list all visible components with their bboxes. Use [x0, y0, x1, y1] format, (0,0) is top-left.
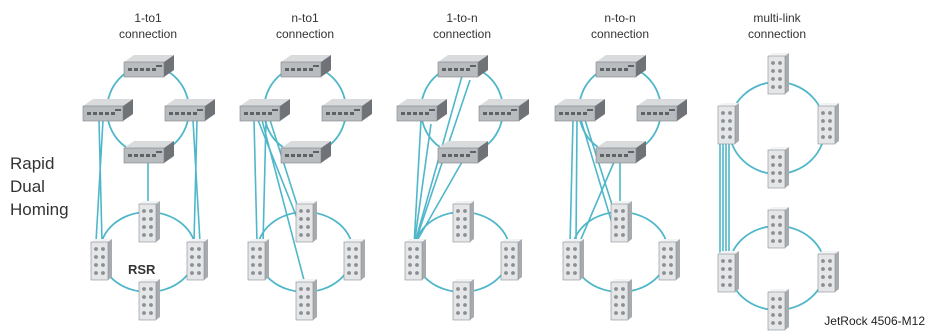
panel-title-line: connection [118, 27, 178, 41]
rack-switch-icon [595, 55, 646, 78]
rack-switch-icon [437, 55, 488, 78]
homing-link [98, 119, 103, 243]
io-module-switch-icon [247, 239, 269, 281]
homing-link [580, 119, 615, 231]
rack-switch-icon [280, 141, 331, 164]
panel-title-line: connection [747, 27, 807, 41]
panel-title-line: 1-to1 [134, 11, 162, 25]
rack-switch-icon [280, 55, 331, 78]
io-module-switch-icon [767, 53, 789, 95]
io-module-switch-icon [90, 239, 112, 281]
homing-link [95, 119, 104, 243]
side-label-line: Dual [10, 177, 45, 196]
io-module-switch-icon [562, 239, 584, 281]
io-module-switch-icon [295, 201, 317, 243]
panel-title-line: connection [275, 27, 335, 41]
rapid-dual-homing-label: Rapid Dual Homing [10, 152, 69, 221]
homing-link [193, 119, 198, 243]
rack-switch-icon [636, 99, 687, 122]
io-module-switch-icon [767, 289, 789, 331]
io-module-switch-icon [404, 239, 426, 281]
panel-title-line: connection [590, 27, 650, 41]
panel-title: 1-to1 connection [98, 10, 198, 42]
io-module-switch-icon [343, 239, 365, 281]
rack-switch-icon [554, 99, 605, 122]
io-module-switch-icon [500, 239, 522, 281]
homing-link [413, 123, 432, 247]
panel-title-line: multi-link [753, 11, 801, 25]
panel-title-line: connection [432, 27, 492, 41]
rack-switch-icon [164, 99, 215, 122]
panel-title: n-to1 connection [255, 10, 355, 42]
panel-title: n-to-n connection [570, 10, 670, 42]
io-module-switch-icon [717, 103, 739, 145]
rack-switch-icon [123, 55, 174, 78]
model-label: JetRock 4506-M12 [824, 314, 925, 328]
panel-title-line: n-to1 [291, 11, 319, 25]
rack-switch-icon [478, 99, 529, 122]
homing-link [577, 161, 615, 247]
io-module-switch-icon [817, 251, 839, 293]
io-module-switch-icon [610, 279, 632, 321]
io-module-switch-icon [138, 201, 160, 243]
homing-link [192, 119, 201, 243]
panel-title: 1-to-n connection [412, 10, 512, 42]
homing-link [569, 119, 574, 245]
rack-switch-icon [321, 99, 372, 122]
io-module-switch-icon [452, 201, 474, 243]
side-label-line: Rapid [10, 154, 55, 173]
homing-link [253, 119, 258, 243]
io-module-switch-icon [817, 103, 839, 145]
panel-title: multi-link connection [727, 10, 827, 42]
device-layer [82, 53, 839, 331]
rack-switch-icon [239, 99, 290, 122]
homing-link [413, 119, 422, 247]
rack-switch-icon [595, 141, 646, 164]
rack-switch-icon [437, 141, 488, 164]
io-module-switch-icon [452, 279, 474, 321]
rsr-ring-label: RSR [128, 262, 156, 277]
io-module-switch-icon [658, 239, 680, 281]
panel-title-line: n-to-n [604, 11, 636, 25]
io-module-switch-icon [610, 201, 632, 243]
io-module-switch-icon [295, 279, 317, 321]
homing-link [262, 119, 267, 245]
rack-switch-icon [123, 141, 174, 164]
panel-title-line: 1-to-n [446, 11, 478, 25]
io-module-switch-icon [138, 279, 160, 321]
homing-link [261, 119, 306, 285]
homing-link [413, 161, 463, 247]
homing-link [575, 119, 578, 245]
io-module-switch-icon [186, 239, 208, 281]
rack-switch-icon [82, 99, 133, 122]
io-module-switch-icon [717, 251, 739, 293]
rack-switch-icon [396, 99, 447, 122]
io-module-switch-icon [767, 207, 789, 249]
side-label-line: Homing [10, 200, 69, 219]
io-module-switch-icon [767, 147, 789, 189]
